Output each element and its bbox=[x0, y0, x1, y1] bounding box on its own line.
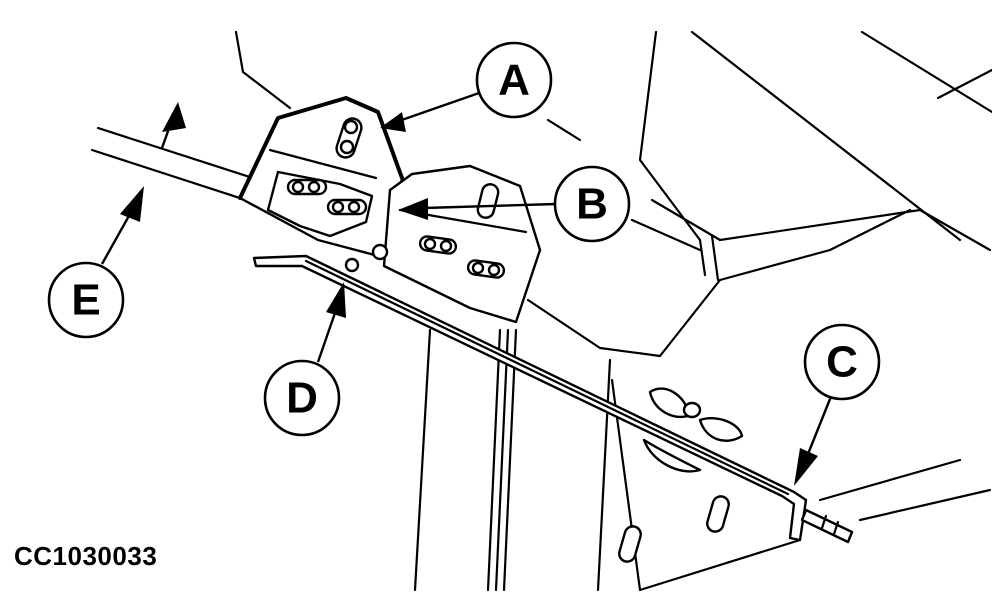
mounting-slots bbox=[618, 495, 730, 563]
callout-e: E bbox=[47, 186, 144, 339]
callout-b: B bbox=[398, 165, 631, 243]
callout-label-a: A bbox=[498, 56, 530, 105]
background-structure bbox=[234, 30, 992, 592]
callout-d: D bbox=[263, 282, 346, 437]
adjustment-rod bbox=[252, 243, 854, 544]
slot bbox=[476, 183, 500, 219]
figure-id-label: CC1030033 bbox=[14, 541, 158, 571]
wing-nut bbox=[642, 387, 744, 473]
callout-label-e: E bbox=[71, 276, 100, 325]
right-bracket bbox=[382, 164, 542, 324]
callout-label-d: D bbox=[286, 374, 318, 423]
dimension-e bbox=[160, 102, 186, 149]
callout-a: A bbox=[380, 41, 553, 132]
callout-label-b: B bbox=[576, 180, 608, 229]
callout-c: C bbox=[794, 323, 881, 486]
slot bbox=[466, 259, 506, 279]
rod-pivot bbox=[344, 257, 360, 273]
slot bbox=[326, 198, 368, 216]
slot bbox=[286, 178, 328, 196]
left-bracket bbox=[238, 96, 404, 260]
slot bbox=[335, 117, 363, 159]
callout-label-c: C bbox=[826, 338, 858, 387]
slot bbox=[418, 235, 458, 255]
